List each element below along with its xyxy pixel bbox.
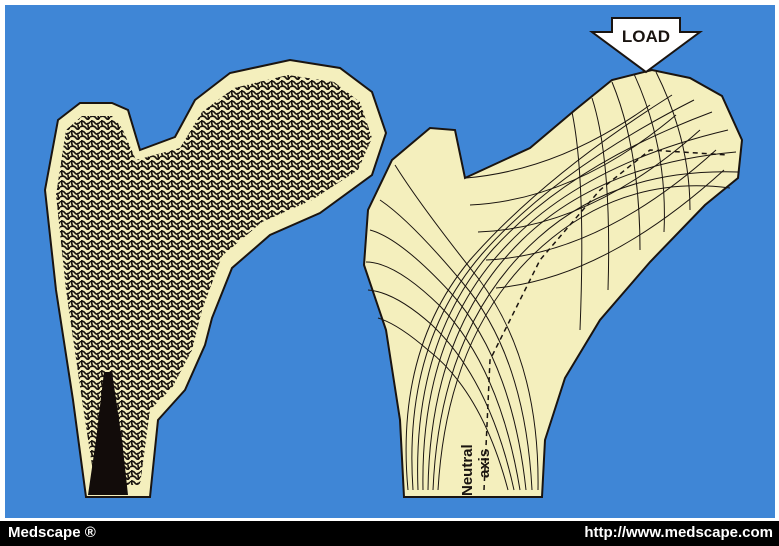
footer-bar: Medscape ® http://www.medscape.com (0, 521, 779, 546)
load-label: LOAD (622, 27, 670, 46)
footer-url[interactable]: http://www.medscape.com (584, 524, 773, 541)
left-femur-trabecular (45, 60, 386, 497)
footer-brand: Medscape ® (8, 524, 96, 541)
neutral-axis-label-line1: Neutral (459, 444, 476, 496)
right-femur-stress-lines (364, 70, 742, 497)
neutral-axis-label-line2: axis (476, 449, 493, 478)
